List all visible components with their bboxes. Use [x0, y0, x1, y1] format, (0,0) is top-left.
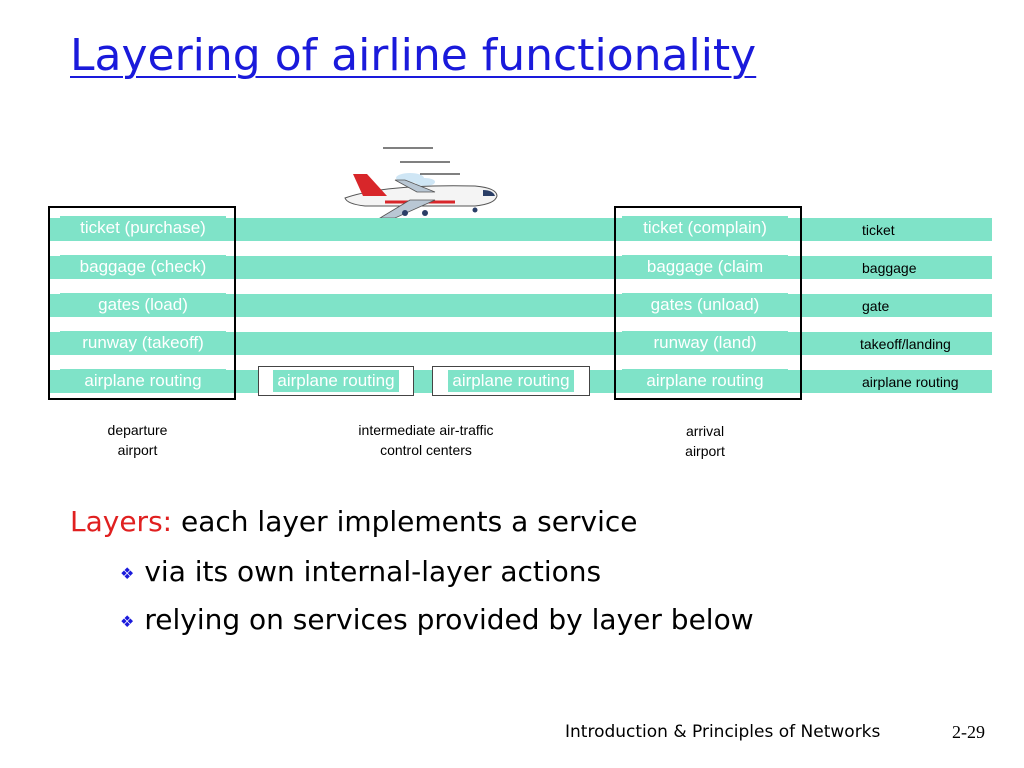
footer-page-number: 2-29: [952, 722, 985, 742]
bullet-text-2: relying on services provided by layer be…: [144, 603, 754, 636]
departure-cell-gates: gates (load): [60, 293, 226, 316]
bullet-item-1: ❖ via its own internal-layer actions: [120, 555, 601, 588]
departure-caption-line-2: airport: [117, 442, 158, 458]
footer-course-title: Introduction & Principles of Networks: [565, 722, 881, 742]
layers-headline: each layer implements a service: [181, 505, 638, 538]
intermediate-caption: intermediate air-traffic control centers: [326, 420, 526, 460]
layer-label-routing: airplane routing: [862, 374, 959, 390]
bullet-text-1: via its own internal-layer actions: [144, 555, 602, 588]
layers-keyword: Layers:: [70, 505, 173, 538]
arrival-cell-routing: airplane routing: [622, 369, 788, 392]
slide-title: Layering of airline functionality: [70, 30, 757, 81]
arrival-airport-stack: [614, 206, 802, 400]
arrival-cell-ticket: ticket (complain): [622, 216, 788, 239]
diamond-bullet-icon: ❖: [120, 611, 135, 631]
intermediate-cell-routing-1: airplane routing: [273, 370, 399, 392]
arrival-caption: arrival airport: [660, 421, 750, 461]
arrival-caption-line-2: airport: [685, 443, 725, 459]
departure-cell-runway: runway (takeoff): [60, 331, 226, 354]
departure-cell-routing: airplane routing: [60, 369, 226, 392]
departure-caption: departure airport: [80, 420, 195, 460]
layer-label-ticket: ticket: [862, 222, 895, 238]
arrival-cell-baggage: baggage (claim: [622, 255, 788, 278]
departure-airport-stack: [48, 206, 236, 400]
bullet-item-2: ❖ relying on services provided by layer b…: [120, 603, 754, 636]
layer-label-baggage: baggage: [862, 260, 917, 276]
departure-cell-baggage: baggage (check): [60, 255, 226, 278]
intermediate-caption-line-2: control centers: [380, 442, 472, 458]
layer-label-gate: gate: [862, 298, 890, 314]
arrival-cell-runway: runway (land): [622, 331, 788, 354]
airplane-icon: [344, 147, 498, 219]
departure-cell-ticket: ticket (purchase): [60, 216, 226, 239]
intermediate-cell-routing-2: airplane routing: [448, 370, 574, 392]
diamond-bullet-icon: ❖: [120, 563, 135, 583]
arrival-caption-line-1: arrival: [685, 423, 725, 439]
departure-caption-line-1: departure: [107, 422, 168, 438]
layer-label-takeoff: takeoff/landing: [860, 336, 951, 352]
layers-statement: Layers: each layer implements a service: [70, 505, 637, 538]
intermediate-caption-line-1: intermediate air-traffic: [358, 422, 494, 438]
intermediate-routing-box-2: airplane routing: [432, 366, 590, 396]
intermediate-routing-box-1: airplane routing: [258, 366, 414, 396]
arrival-cell-gates: gates (unload): [622, 293, 788, 316]
